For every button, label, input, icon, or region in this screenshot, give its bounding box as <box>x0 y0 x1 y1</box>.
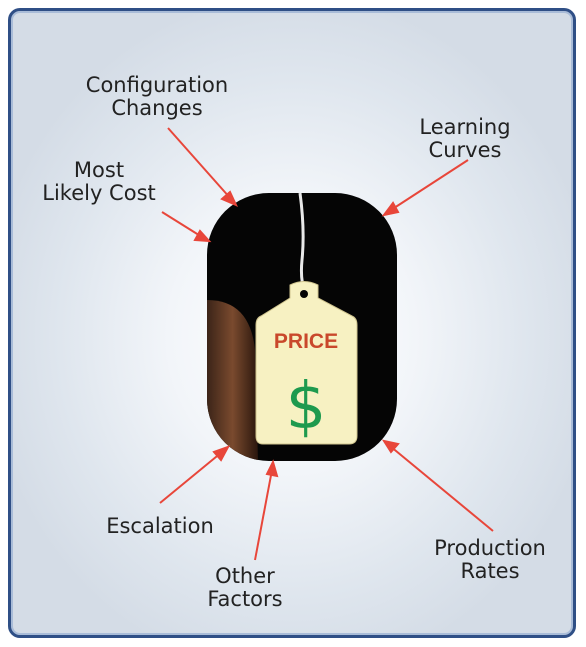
label-escalation: Escalation <box>106 514 214 538</box>
arrow-production-rates <box>381 439 494 532</box>
arrow-escalation <box>159 445 231 504</box>
arrow-most-likely-cost <box>161 211 212 243</box>
hand-shape <box>207 300 258 461</box>
arrow-configuration-changes <box>167 127 238 207</box>
arrow-other-factors <box>254 459 279 561</box>
tag-title: PRICE <box>274 330 338 353</box>
label-learning-curves: Learning Curves <box>419 115 511 162</box>
label-most-likely-cost: Most Likely Cost <box>42 158 156 205</box>
price-tag <box>255 281 358 445</box>
label-other-factors: Other Factors <box>207 564 283 611</box>
tag-hole <box>300 290 308 298</box>
dollar-sign-icon: $ <box>286 370 327 444</box>
label-production-rates: Production Rates <box>434 536 546 583</box>
arrow-learning-curves <box>381 159 469 217</box>
label-configuration-changes: Configuration Changes <box>85 73 229 120</box>
